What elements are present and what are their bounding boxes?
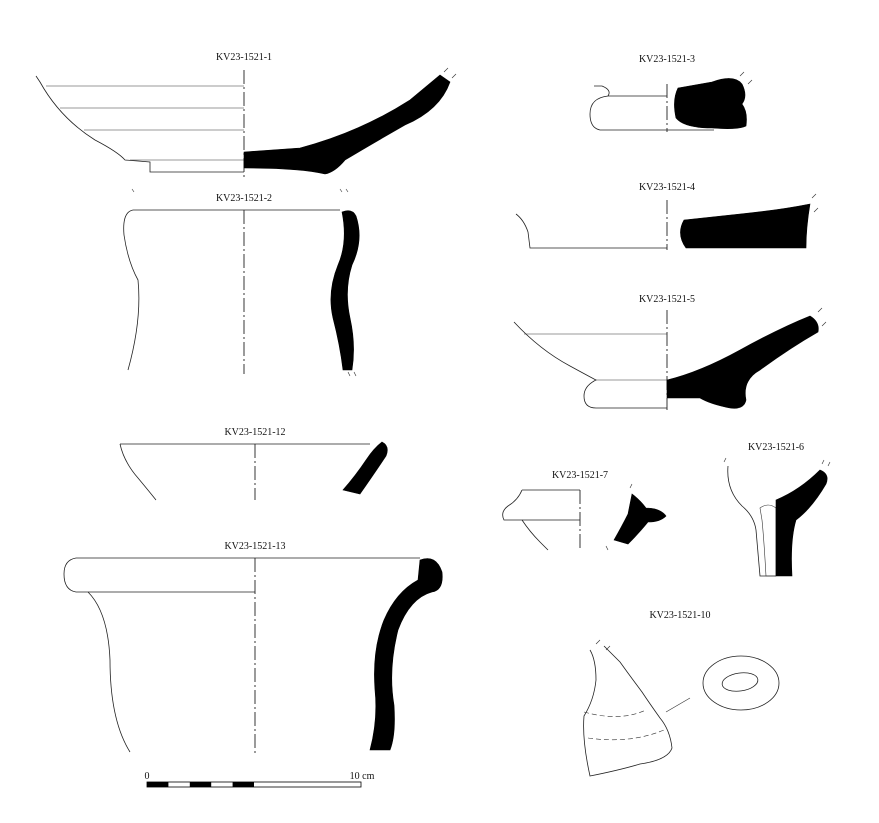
label-kv23-1521-10: KV23-1521-10 (649, 610, 710, 621)
vessel-kv23-1521-5: KV23-1521-5 (513, 294, 827, 410)
vessel-kv23-1521-1: KV23-1521-1 (35, 52, 457, 193)
label-kv23-1521-6: KV23-1521-6 (748, 442, 804, 453)
label-kv23-1521-2: KV23-1521-2 (216, 193, 272, 204)
vessel-kv23-1521-3: KV23-1521-3 (589, 54, 753, 132)
label-kv23-1521-7: KV23-1521-7 (552, 470, 608, 481)
vessel-kv23-1521-13: KV23-1521-13 (63, 541, 443, 756)
label-kv23-1521-12: KV23-1521-12 (224, 427, 285, 438)
scale-bar: 0 10 cm (145, 771, 375, 788)
label-kv23-1521-4: KV23-1521-4 (639, 182, 695, 193)
label-kv23-1521-5: KV23-1521-5 (639, 294, 695, 305)
label-kv23-1521-3: KV23-1521-3 (639, 54, 695, 65)
vessel-kv23-1521-2: KV23-1521-2 (123, 193, 360, 377)
scale-end-label: 10 cm (350, 771, 375, 782)
vessel-kv23-1521-7: KV23-1521-7 (502, 470, 667, 551)
vessel-kv23-1521-12: KV23-1521-12 (119, 427, 388, 501)
vessel-kv23-1521-10: KV23-1521-10 (583, 610, 780, 777)
label-kv23-1521-13: KV23-1521-13 (224, 541, 285, 552)
label-kv23-1521-1: KV23-1521-1 (216, 52, 272, 63)
vessel-kv23-1521-6: KV23-1521-6 (723, 442, 831, 577)
scale-start-label: 0 (145, 771, 150, 782)
vessel-kv23-1521-4: KV23-1521-4 (515, 182, 819, 250)
